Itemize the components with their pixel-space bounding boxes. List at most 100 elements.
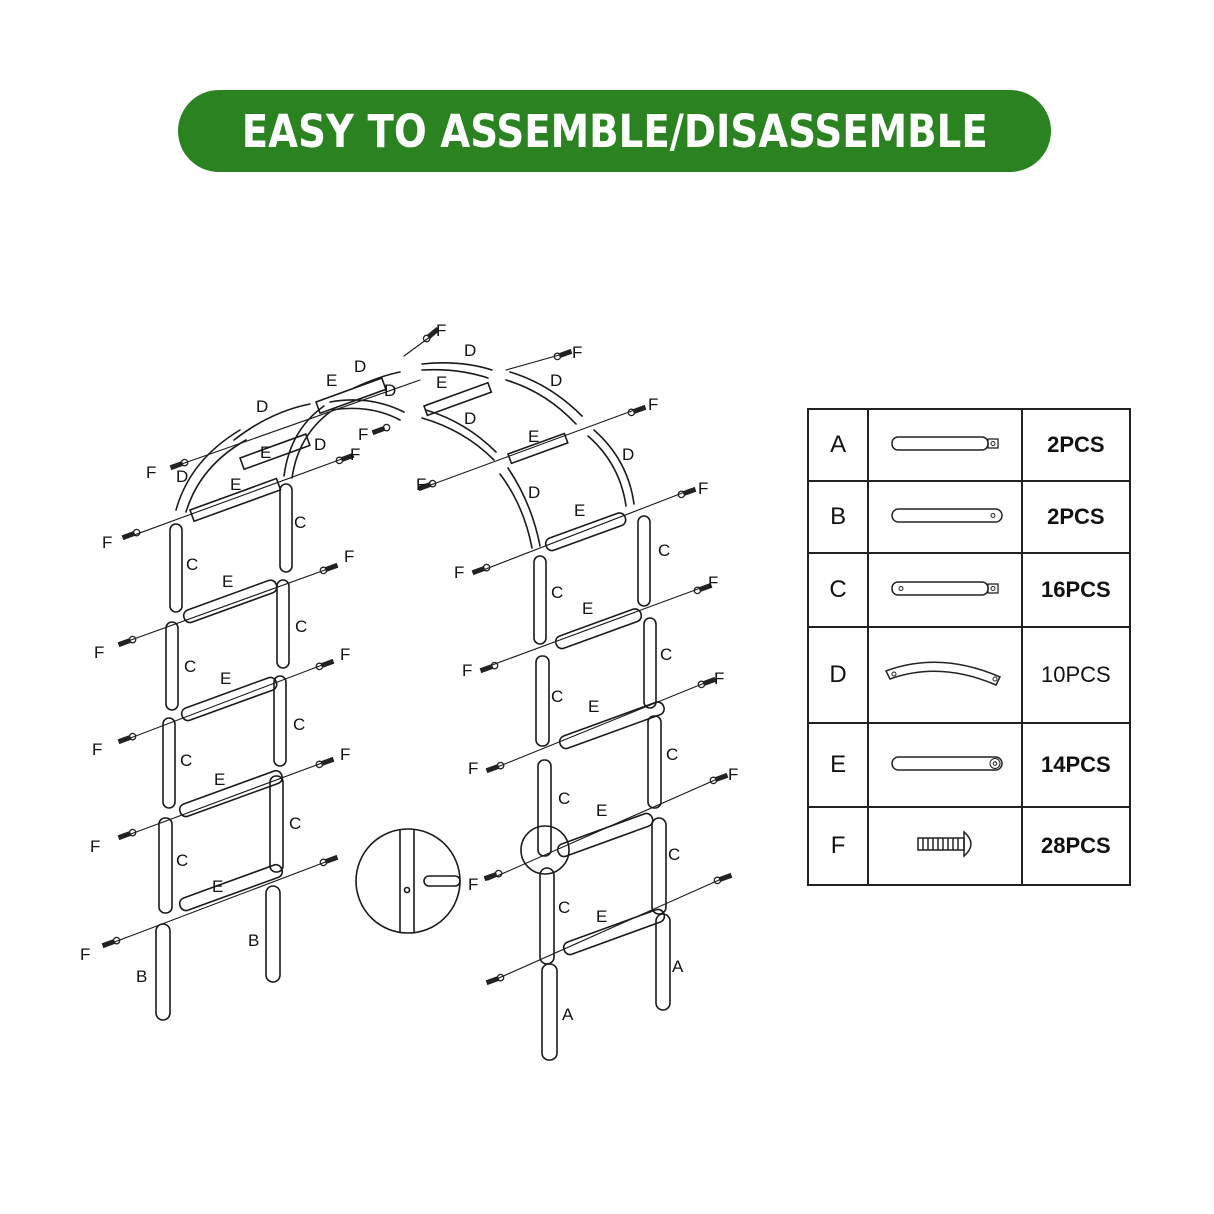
part-quantity: 28PCS: [1020, 806, 1132, 886]
svg-text:E: E: [588, 697, 599, 716]
svg-text:C: C: [666, 745, 678, 764]
svg-text:F: F: [436, 321, 446, 340]
svg-text:E: E: [596, 907, 607, 926]
svg-text:C: C: [184, 657, 196, 676]
svg-text:E: E: [222, 572, 233, 591]
svg-text:F: F: [340, 645, 350, 664]
part-quantity: 2PCS: [1020, 480, 1132, 554]
svg-text:E: E: [582, 599, 593, 618]
svg-text:B: B: [136, 967, 147, 986]
svg-text:F: F: [648, 395, 658, 414]
screw-lines: [103, 333, 729, 983]
right-arch-crossbars: [422, 381, 666, 956]
svg-text:D: D: [354, 357, 366, 376]
svg-text:D: D: [256, 397, 268, 416]
svg-text:F: F: [454, 563, 464, 582]
svg-text:F: F: [344, 547, 354, 566]
svg-text:F: F: [350, 445, 360, 464]
parts-list-table: A 2PCS B 2PCS C 16PCS D 10PCS: [806, 408, 1132, 886]
svg-text:F: F: [102, 533, 112, 552]
svg-text:F: F: [80, 945, 90, 964]
svg-text:C: C: [293, 715, 305, 734]
svg-text:F: F: [92, 740, 102, 759]
parts-row-e: E 14PCS: [806, 722, 1132, 808]
part-letter: F: [806, 806, 870, 886]
svg-text:F: F: [572, 343, 582, 362]
part-quantity: 2PCS: [1020, 408, 1132, 482]
parts-row-a: A 2PCS: [806, 408, 1132, 482]
svg-text:E: E: [230, 475, 241, 494]
part-quantity: 14PCS: [1020, 722, 1132, 808]
svg-text:C: C: [551, 583, 563, 602]
part-labels: B B A A C C C C C C C C C C C C C C C C …: [80, 321, 738, 1024]
svg-text:E: E: [212, 877, 223, 896]
parts-row-c: C 16PCS: [806, 552, 1132, 628]
svg-text:F: F: [416, 475, 426, 494]
svg-text:E: E: [260, 443, 271, 462]
right-arch-right-leg: [421, 362, 671, 1011]
svg-text:C: C: [294, 513, 306, 532]
svg-text:F: F: [728, 765, 738, 784]
svg-text:C: C: [551, 687, 563, 706]
svg-text:D: D: [622, 445, 634, 464]
svg-text:C: C: [289, 814, 301, 833]
svg-text:E: E: [326, 371, 337, 390]
svg-text:C: C: [180, 751, 192, 770]
part-letter: C: [806, 552, 870, 628]
left-arch-left-leg: [155, 429, 247, 1021]
svg-text:C: C: [658, 541, 670, 560]
svg-text:C: C: [186, 555, 198, 574]
svg-text:E: E: [436, 373, 447, 392]
svg-text:F: F: [698, 479, 708, 498]
svg-text:C: C: [660, 645, 672, 664]
left-arch-right-leg: [265, 399, 405, 983]
part-quantity: 16PCS: [1020, 552, 1132, 628]
svg-text:C: C: [558, 789, 570, 808]
svg-text:C: C: [668, 845, 680, 864]
parts-row-b: B 2PCS: [806, 480, 1132, 554]
svg-text:F: F: [94, 643, 104, 662]
svg-text:C: C: [558, 898, 570, 917]
svg-text:F: F: [90, 837, 100, 856]
svg-text:F: F: [340, 745, 350, 764]
svg-text:F: F: [468, 759, 478, 778]
part-letter: A: [806, 408, 870, 482]
svg-text:F: F: [468, 875, 478, 894]
svg-text:D: D: [314, 435, 326, 454]
svg-text:E: E: [214, 770, 225, 789]
right-arch-left-leg: [421, 409, 558, 1061]
part-e-icon: [867, 722, 1023, 808]
svg-text:E: E: [574, 501, 585, 520]
part-letter: D: [806, 626, 870, 724]
parts-row-f: F 28PCS: [806, 806, 1132, 886]
parts-row-d: D 10PCS: [806, 626, 1132, 724]
part-c-icon: [867, 552, 1023, 628]
svg-text:C: C: [176, 851, 188, 870]
svg-text:D: D: [384, 381, 396, 400]
screw-icon: [867, 806, 1023, 886]
svg-text:D: D: [528, 483, 540, 502]
svg-text:D: D: [176, 467, 188, 486]
svg-text:E: E: [596, 801, 607, 820]
svg-text:E: E: [528, 427, 539, 446]
part-a-icon: [867, 408, 1023, 482]
svg-text:F: F: [708, 573, 718, 592]
left-arch-crossbars: [178, 371, 401, 912]
svg-text:A: A: [672, 957, 684, 976]
svg-text:C: C: [295, 617, 307, 636]
svg-text:B: B: [248, 931, 259, 950]
svg-text:F: F: [358, 425, 368, 444]
part-letter: E: [806, 722, 870, 808]
svg-text:F: F: [462, 661, 472, 680]
svg-text:E: E: [220, 669, 231, 688]
part-letter: B: [806, 480, 870, 554]
svg-text:A: A: [562, 1005, 574, 1024]
svg-text:F: F: [714, 669, 724, 688]
connection-detail-zoom: [355, 825, 570, 934]
svg-text:D: D: [464, 341, 476, 360]
page-title: EASY TO ASSEMBLE/DISASSEMBLE: [241, 104, 988, 158]
svg-text:F: F: [146, 463, 156, 482]
svg-text:D: D: [464, 409, 476, 428]
part-quantity: 10PCS: [1020, 626, 1132, 724]
